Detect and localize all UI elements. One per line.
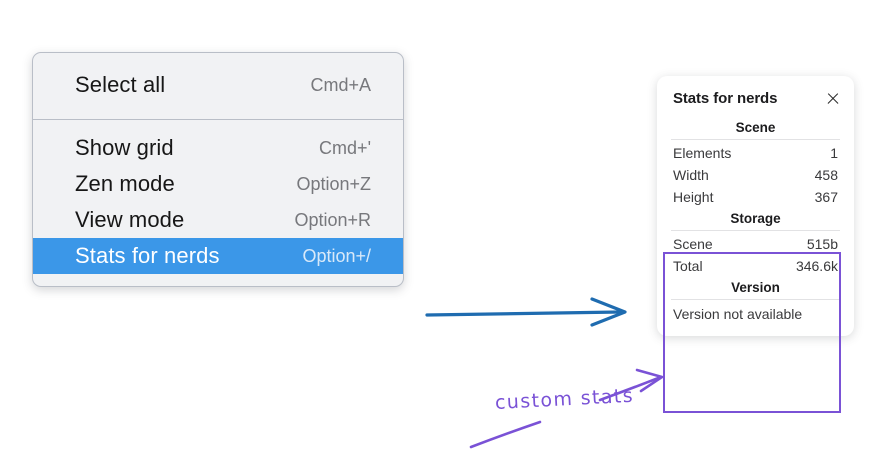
menu-item-select-all[interactable]: Select all Cmd+A bbox=[33, 67, 403, 103]
menu-divider bbox=[33, 119, 403, 120]
menu-section-2: Show grid Cmd+' Zen mode Option+Z View m… bbox=[33, 120, 403, 286]
stats-panel-header: Stats for nerds bbox=[665, 88, 846, 107]
stat-key: Elements bbox=[673, 145, 732, 161]
stat-value: 458 bbox=[814, 167, 838, 183]
version-value: Version not available bbox=[673, 306, 803, 322]
menu-item-label: Show grid bbox=[75, 135, 174, 160]
context-menu[interactable]: Select all Cmd+A Show grid Cmd+' Zen mod… bbox=[32, 52, 404, 287]
close-icon[interactable] bbox=[825, 91, 840, 106]
stat-key: Height bbox=[673, 189, 714, 205]
stat-row-height: Height 367 bbox=[665, 186, 846, 208]
menu-item-label: Zen mode bbox=[75, 171, 175, 196]
menu-item-zen-mode[interactable]: Zen mode Option+Z bbox=[33, 166, 403, 202]
section-heading-scene: Scene bbox=[735, 120, 776, 135]
section-rule bbox=[671, 139, 840, 140]
menu-item-shortcut: Option+R bbox=[294, 209, 371, 230]
menu-item-shortcut: Option+Z bbox=[296, 173, 371, 194]
stat-value: 1 bbox=[830, 145, 838, 161]
menu-item-show-grid[interactable]: Show grid Cmd+' bbox=[33, 130, 403, 166]
stat-key: Total bbox=[673, 258, 703, 274]
blue-arrow-annotation bbox=[425, 297, 627, 327]
stat-value: 346.6k bbox=[795, 258, 838, 274]
custom-stats-annotation-label: custom stats bbox=[494, 384, 635, 414]
stat-row-width: Width 458 bbox=[665, 164, 846, 186]
menu-item-shortcut: Option+/ bbox=[302, 245, 371, 266]
menu-item-label: Select all bbox=[75, 72, 166, 97]
menu-item-shortcut: Cmd+A bbox=[310, 74, 371, 95]
stat-value: 367 bbox=[814, 189, 838, 205]
stats-panel-title: Stats for nerds bbox=[673, 90, 778, 107]
menu-item-label: View mode bbox=[75, 207, 185, 232]
section-rule bbox=[671, 299, 840, 300]
stat-row-storage-scene: Scene 515b bbox=[665, 233, 846, 255]
purple-underline-stroke bbox=[469, 420, 542, 449]
stat-row-elements: Elements 1 bbox=[665, 142, 846, 164]
menu-section-1: Select all Cmd+A bbox=[33, 53, 403, 119]
stat-key: Width bbox=[673, 167, 709, 183]
section-heading-version: Version bbox=[731, 280, 780, 295]
stat-row-storage-total: Total 346.6k bbox=[665, 255, 846, 277]
stat-key: Scene bbox=[673, 236, 713, 252]
stat-value: 515b bbox=[806, 236, 838, 252]
menu-item-label: Stats for nerds bbox=[75, 243, 220, 268]
section-heading-storage: Storage bbox=[730, 211, 781, 226]
stats-for-nerds-panel: Stats for nerds Scene Elements 1 Width 4… bbox=[657, 76, 854, 336]
menu-item-shortcut: Cmd+' bbox=[319, 137, 371, 158]
menu-item-view-mode[interactable]: View mode Option+R bbox=[33, 202, 403, 238]
menu-item-stats-for-nerds[interactable]: Stats for nerds Option+/ bbox=[33, 238, 403, 274]
section-rule bbox=[671, 230, 840, 231]
